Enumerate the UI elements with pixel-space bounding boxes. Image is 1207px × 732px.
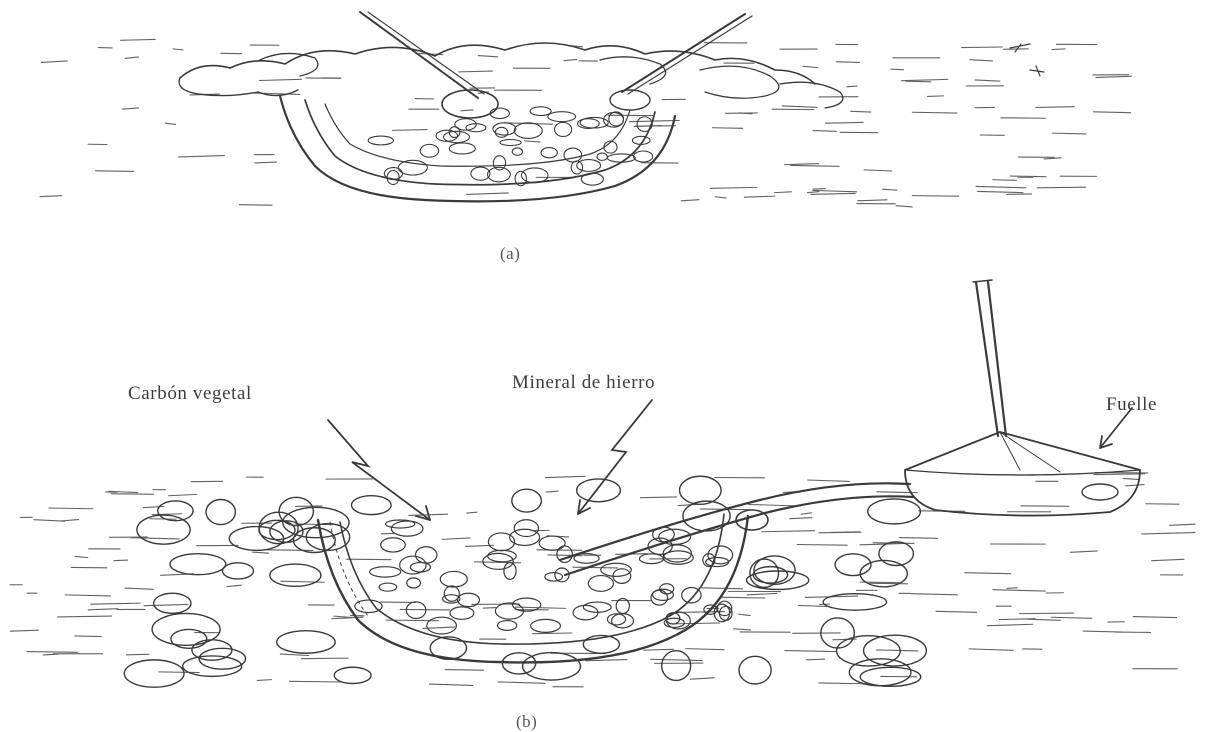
panel-a-pit-furnace (40, 12, 1131, 207)
charcoal-label: Carbón vegetal (128, 383, 252, 405)
panel-b-caption: (b) (516, 712, 537, 732)
bellows-label: Fuelle (1106, 394, 1157, 416)
panel-b-furnace-with-bellows (10, 280, 1195, 687)
iron-ore-label: Mineral de hierro (512, 372, 655, 394)
panel-a-caption: (a) (500, 244, 520, 264)
iron-ore-arrow (578, 400, 652, 514)
charcoal-arrow (328, 420, 430, 520)
